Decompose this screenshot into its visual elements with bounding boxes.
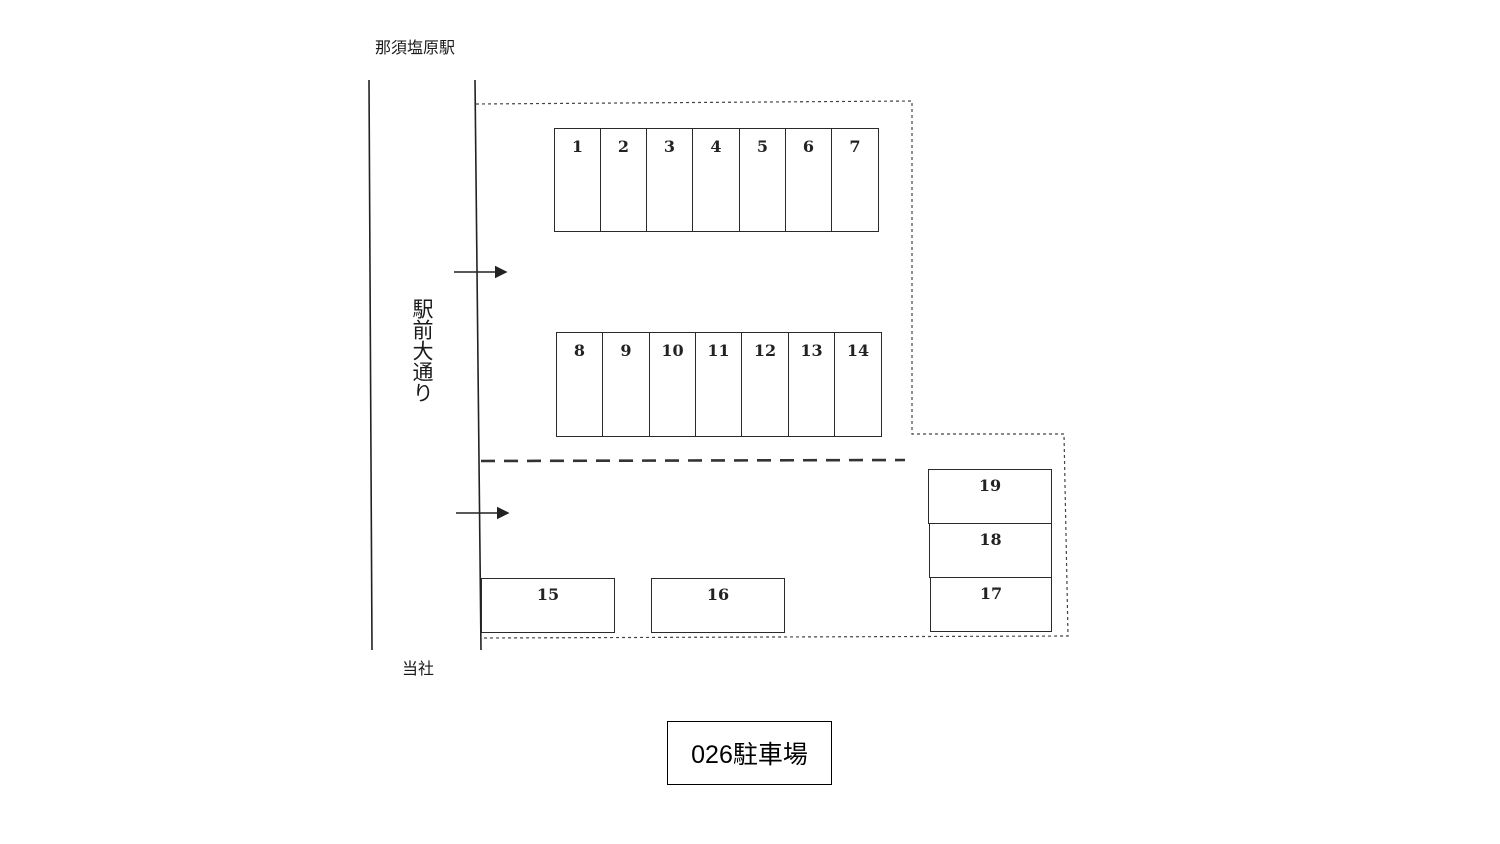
- parking-stall-19: 19: [928, 469, 1052, 524]
- parking-stall-11: 11: [695, 332, 742, 437]
- parking-stall-17: 17: [930, 577, 1052, 632]
- lot-dotted-boundary: [475, 100, 1069, 639]
- stall-number: 9: [620, 341, 632, 360]
- lot-left-boundary: [474, 79, 482, 651]
- parking-stall-4: 4: [692, 128, 740, 232]
- stall-number: 10: [661, 341, 684, 360]
- parking-stall-18: 18: [929, 523, 1052, 578]
- stall-number: 14: [846, 341, 870, 360]
- parking-stall-6: 6: [785, 128, 832, 232]
- avenue-label: 駅前大通り: [410, 298, 434, 403]
- parking-stall-14: 14: [834, 332, 882, 437]
- road-outer-line: [368, 79, 373, 651]
- station-label: 那須塩原駅: [375, 38, 456, 57]
- stall-number: 16: [706, 585, 730, 604]
- parking-stall-2: 2: [600, 128, 647, 232]
- stall-number: 2: [617, 137, 630, 156]
- parking-stall-13: 13: [788, 332, 835, 437]
- parking-stall-8: 8: [556, 332, 603, 437]
- stall-number: 4: [710, 137, 722, 156]
- parking-stall-16: 16: [651, 578, 785, 633]
- parking-stall-15: 15: [481, 578, 615, 633]
- parking-stall-5: 5: [739, 128, 786, 232]
- parking-stall-3: 3: [646, 128, 693, 232]
- stall-number: 17: [979, 584, 1003, 603]
- stall-number: 6: [802, 137, 815, 156]
- office-label: 当社: [402, 659, 435, 678]
- stall-number: 7: [849, 137, 861, 156]
- stall-number: 11: [707, 341, 730, 360]
- section-divider-dashed: [480, 458, 906, 463]
- stall-number: 12: [753, 341, 777, 360]
- title-box: 026駐車場: [667, 721, 832, 785]
- stall-number: 1: [571, 137, 584, 156]
- stall-number: 18: [979, 530, 1002, 549]
- parking-stall-7: 7: [831, 128, 879, 232]
- stall-number: 19: [978, 476, 1002, 495]
- parking-stall-9: 9: [602, 332, 650, 437]
- stall-number: 3: [663, 137, 676, 156]
- stall-number: 13: [800, 341, 823, 360]
- stall-number: 8: [573, 341, 586, 360]
- parking-stall-10: 10: [649, 332, 696, 437]
- parking-stall-12: 12: [741, 332, 789, 437]
- stall-number: 5: [756, 137, 769, 156]
- parking-title: 026駐車場: [691, 741, 808, 769]
- stall-number: 15: [536, 585, 560, 604]
- parking-stall-1: 1: [554, 128, 601, 232]
